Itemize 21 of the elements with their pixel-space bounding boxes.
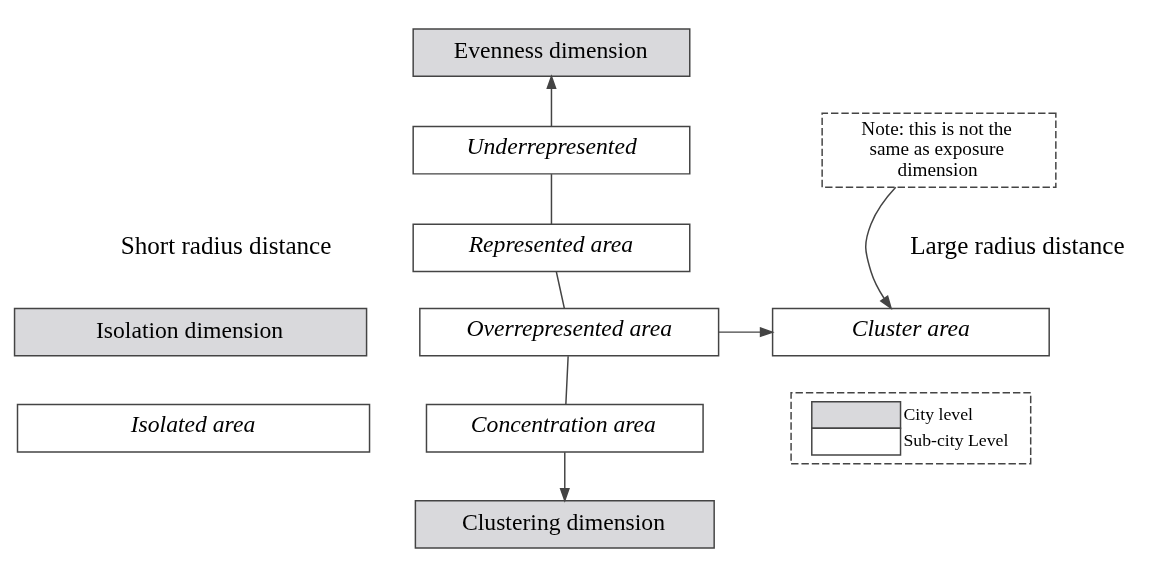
- node-box: Note: this is not the same as exposure dimension: [821, 112, 1057, 188]
- node-box: Cluster area: [771, 307, 1050, 357]
- connector: [555, 270, 566, 310]
- arrow: [546, 74, 557, 128]
- node-box: Evenness dimension: [412, 28, 691, 77]
- arrow: [865, 186, 897, 310]
- node-box: Concentration area: [425, 403, 704, 453]
- node-label: Short radius distance: [120, 231, 332, 259]
- node-label: Large radius distance: [910, 231, 1125, 259]
- node-box: Isolation dimension: [13, 307, 368, 357]
- node-box: Underrepresented: [412, 125, 691, 175]
- legend-label: Sub-city Level: [903, 430, 1009, 451]
- connector: [565, 355, 569, 406]
- node-box: Overrepresented area: [419, 307, 720, 357]
- connector: [550, 173, 553, 225]
- node-box: Clustering dimension: [414, 500, 715, 549]
- arrow: [559, 451, 570, 503]
- node-box: Isolated area: [16, 403, 371, 453]
- arrow: [717, 326, 775, 338]
- node-box: Represented area: [412, 223, 691, 273]
- legend-label: City level: [903, 403, 973, 424]
